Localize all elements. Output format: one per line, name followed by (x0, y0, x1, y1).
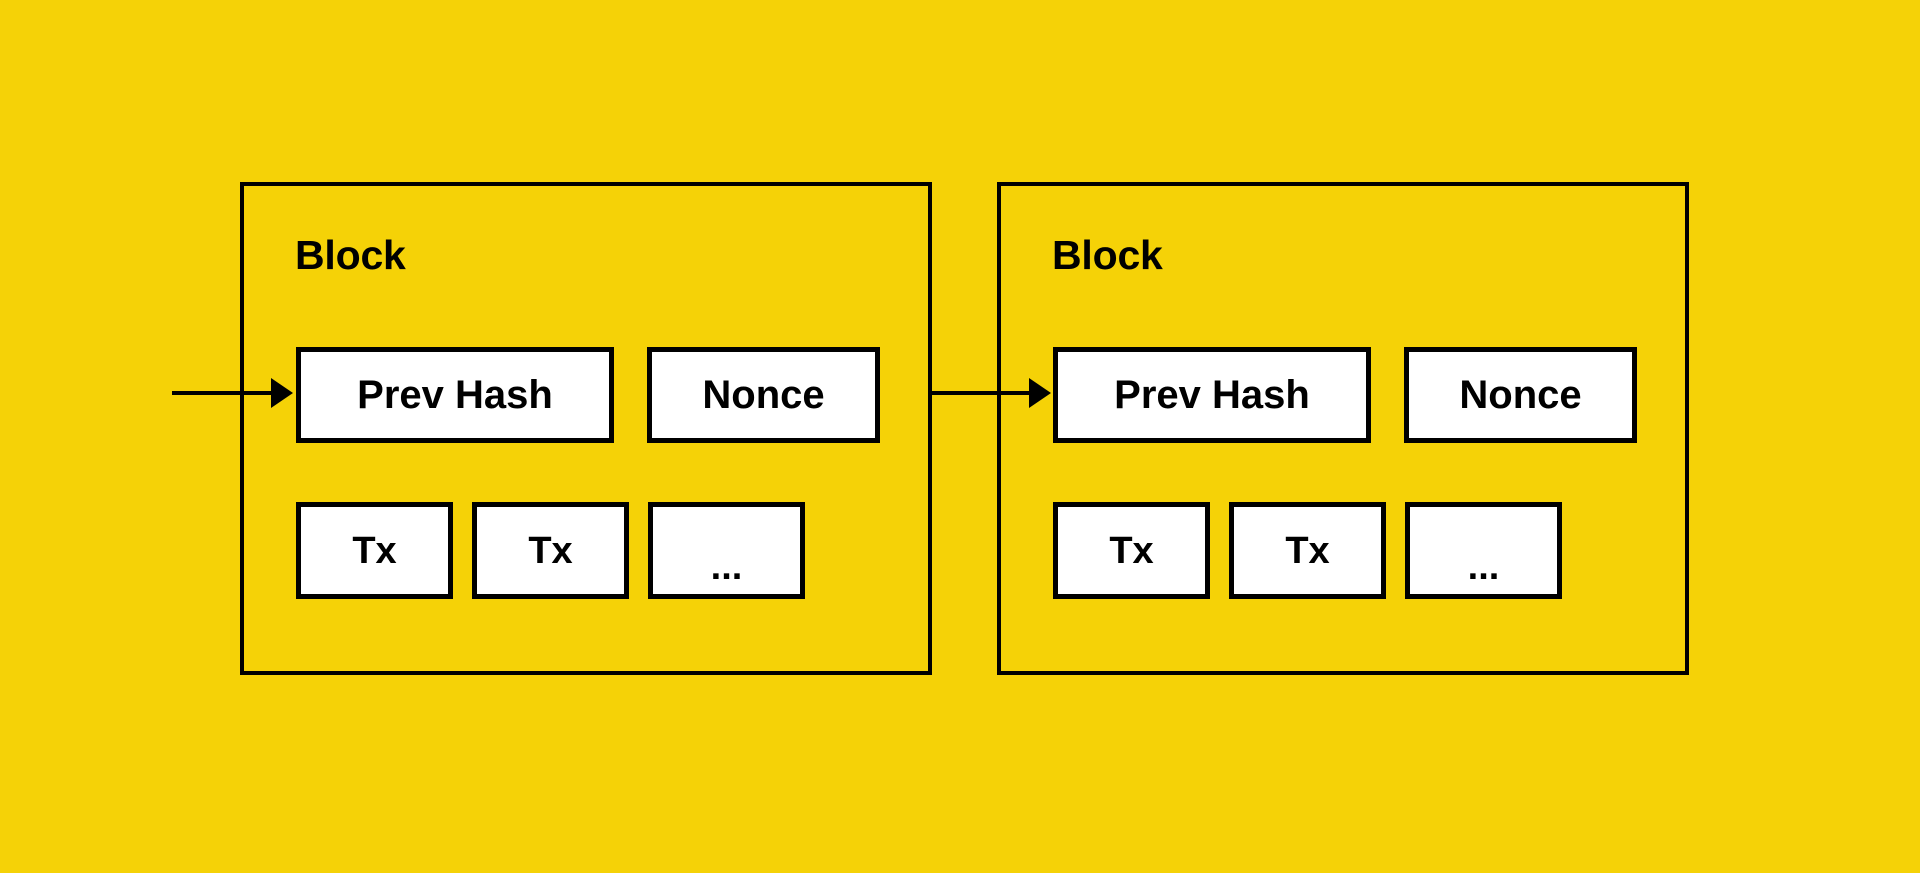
block-2: Block Prev Hash Nonce Tx Tx ... (997, 182, 1689, 675)
block-1-ellipsis-text: ... (710, 546, 743, 589)
block-2-tx-1: Tx (1053, 502, 1210, 599)
block-1-prev-hash-field: Prev Hash (296, 347, 614, 443)
block-2-prev-hash-field: Prev Hash (1053, 347, 1371, 443)
block-1-heading: Block (295, 232, 406, 278)
block-2-tx-2: Tx (1229, 502, 1386, 599)
chain-arrow-head (1029, 378, 1051, 408)
chain-arrow-line (932, 391, 1040, 395)
incoming-arrow-head (271, 378, 293, 408)
block-1-tx-ellipsis: ... (648, 502, 805, 599)
block-1: Block Prev Hash Nonce Tx Tx ... (240, 182, 932, 675)
block-1-tx-1: Tx (296, 502, 453, 599)
block-2-nonce-field: Nonce (1404, 347, 1637, 443)
block-2-heading: Block (1052, 232, 1163, 278)
block-1-tx-2: Tx (472, 502, 629, 599)
block-2-ellipsis-text: ... (1467, 546, 1500, 589)
block-2-tx-ellipsis: ... (1405, 502, 1562, 599)
block-1-nonce-field: Nonce (647, 347, 880, 443)
incoming-arrow-line (172, 391, 282, 395)
